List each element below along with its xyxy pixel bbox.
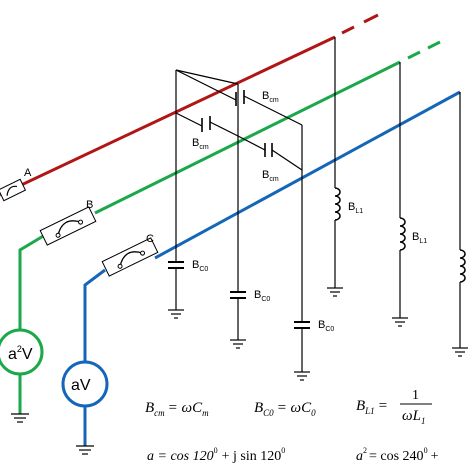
phase-c-feeder	[83, 268, 106, 362]
capacitor-bcm-middle	[264, 143, 273, 157]
equation-bcm: Bcm= ωCm	[145, 400, 209, 418]
bcm-label-top: Bcm	[262, 90, 279, 104]
phase-b-line	[94, 60, 401, 215]
phase-a-dash	[363, 13, 379, 24]
voltmeter-a2v: a2V	[0, 328, 44, 423]
inductor-3	[452, 92, 468, 357]
inductor-2	[392, 62, 408, 327]
phase-b-feeder	[18, 233, 46, 330]
phase-lines	[0, 13, 461, 362]
switch-a	[0, 178, 27, 202]
svg-text:aV: aV	[71, 377, 91, 394]
bl1-label-2: BL1	[412, 231, 427, 245]
phase-b-dash	[407, 50, 421, 60]
phase-a-line	[0, 35, 336, 197]
phase-b-dash	[427, 40, 441, 50]
switch-b	[39, 206, 97, 246]
bc0-label-2: BC0	[254, 289, 270, 303]
equation-bl1-den: ωL1	[402, 408, 425, 426]
equation-bl1-num: 1	[412, 388, 419, 403]
bc0-label-3: BC0	[318, 319, 334, 333]
phase-a-dash	[341, 25, 355, 35]
bcm-label-middle: Bcm	[262, 169, 279, 183]
phase-c-label: C	[146, 233, 154, 245]
equation-bc0: BC0= ωC0	[254, 400, 316, 418]
equation-a-definition: a = cos 1200+ j sin 1200	[147, 446, 285, 464]
phase-c-line	[154, 90, 461, 260]
svg-text:a2V: a2V	[8, 344, 33, 363]
inductor-1	[327, 37, 343, 297]
capacitor-bcm-left	[201, 116, 211, 132]
shunt-capacitor-1	[168, 113, 184, 319]
bcm-label-left: Bcm	[192, 137, 209, 151]
bl1-label-1: BL1	[348, 201, 363, 215]
phase-b-label: B	[86, 199, 93, 211]
capacitor-bcm-top	[235, 90, 245, 106]
shunt-capacitor-3	[294, 170, 310, 381]
switch-c	[101, 237, 159, 277]
equation-a2-definition: a2= cos 2400+	[356, 446, 439, 464]
equations: Bcm= ωCm BC0= ωC0 BL1= 1 ωL1 a = cos 120…	[145, 388, 439, 464]
phase-a-label: A	[24, 167, 32, 179]
shunt-capacitor-2	[230, 136, 246, 349]
mutual-capacitor-network	[175, 69, 303, 171]
voltmeter-av: aV	[61, 360, 109, 455]
bc0-label-1: BC0	[192, 259, 208, 273]
equation-bl1-lhs: BL1=	[356, 398, 388, 416]
